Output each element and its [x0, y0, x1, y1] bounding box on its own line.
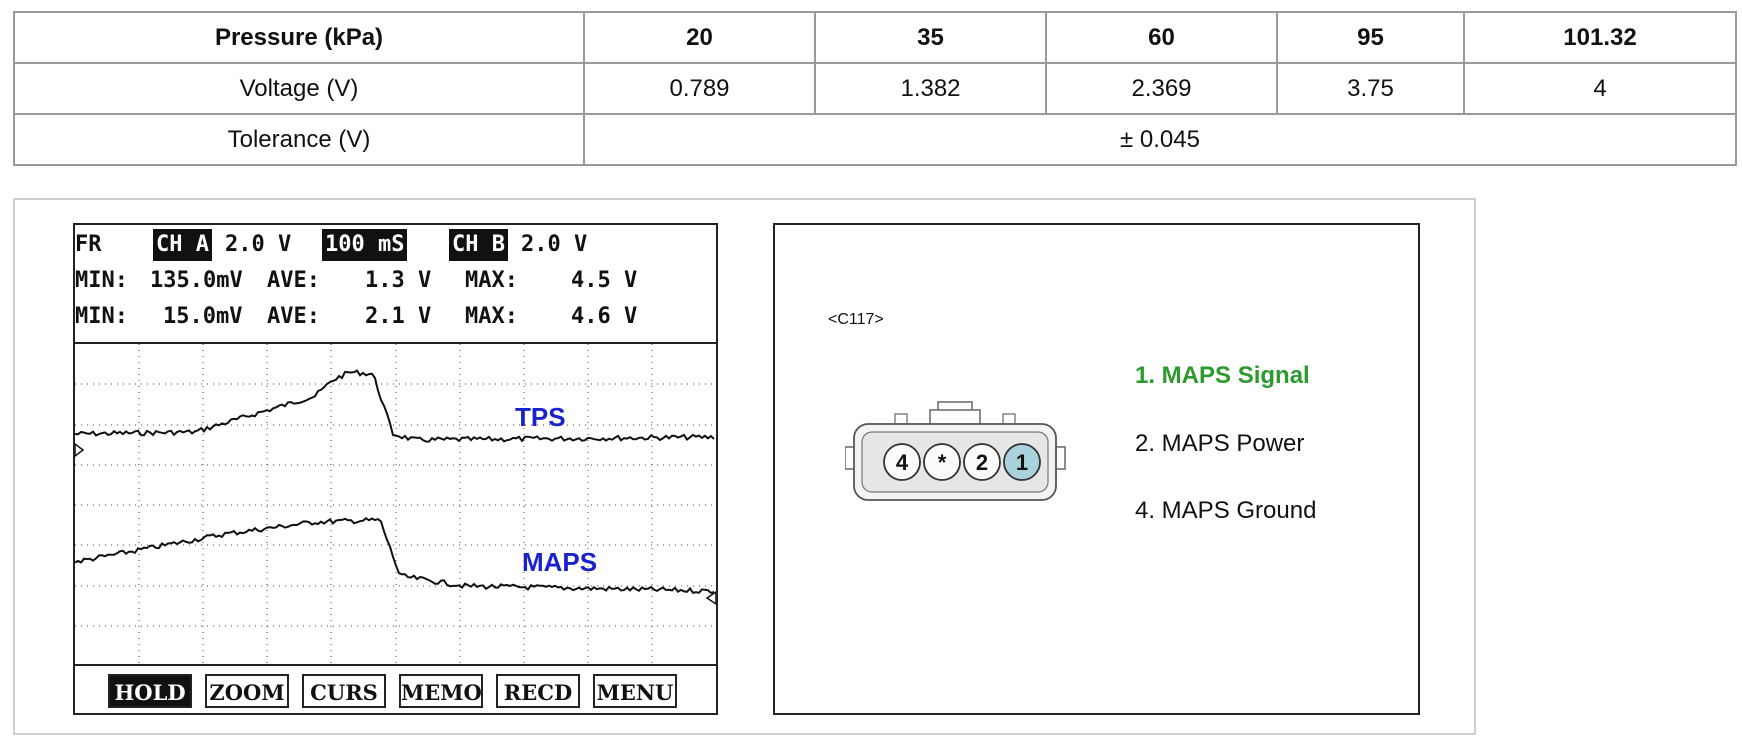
oscilloscope-screen: FR CH A 2.0 V 100 mS CH B 2.0 V MIN: 135.0mV AV… — [73, 223, 718, 715]
timebase-label: 100 mS — [322, 229, 408, 261]
connector-pins: 4 * 2 1 — [883, 443, 1041, 481]
channel-b-max: 4.6 V — [571, 304, 638, 329]
mode-label: FR — [75, 232, 102, 257]
connector-pinout-diagram: 4 * 2 1 — [845, 401, 1066, 501]
voltage-cell: 0.789 — [583, 62, 816, 115]
connector-pin — [883, 443, 921, 481]
tps-trace-label: TPS — [515, 402, 566, 432]
connector-pin — [963, 443, 1001, 481]
zoom-button[interactable]: ZOOM — [205, 674, 289, 708]
voltage-header: Voltage (V) — [13, 62, 585, 115]
channel-a-marker-icon — [75, 443, 85, 457]
table-row: Tolerance (V) ± 0.045 — [13, 113, 1737, 166]
voltage-cell: 1.382 — [814, 62, 1047, 115]
connector-pin-number: * — [938, 450, 947, 475]
maps-trace-label: MAPS — [522, 547, 597, 577]
connector-pin-number: 4 — [896, 450, 909, 475]
pin-1-label: 1. MAPS Signal — [1135, 362, 1310, 389]
pressure-cell: 20 — [583, 11, 816, 64]
pin-2-label: 2. MAPS Power — [1135, 430, 1305, 457]
pin-4-label: 4. MAPS Ground — [1135, 497, 1317, 524]
figure-frame — [13, 198, 1476, 735]
pressure-header: Pressure (kPa) — [13, 11, 585, 64]
channel-a-ave: 1.3 V — [365, 268, 432, 293]
channel-a-max: 4.5 V — [571, 268, 638, 293]
connector-id: <C117> — [828, 311, 884, 328]
tolerance-header: Tolerance (V) — [13, 113, 585, 166]
connector-pin — [923, 443, 961, 481]
channel-b-ave: 2.1 V — [365, 304, 432, 329]
scope-grid — [75, 344, 716, 666]
min-label: MIN: — [75, 304, 128, 329]
curs-button[interactable]: CURS — [302, 674, 386, 708]
channel-b-min: 15.0mV — [163, 304, 243, 329]
channel-a-label: CH A — [153, 229, 212, 261]
ave-label: AVE: — [267, 268, 320, 293]
table-row: Voltage (V) 0.789 1.382 2.369 3.75 4 — [13, 62, 1737, 115]
waveform-graph: TPS MAPS — [75, 344, 716, 666]
channel-b-label: CH B — [449, 229, 508, 261]
tolerance-cell: ± 0.045 — [583, 113, 1737, 166]
memo-button[interactable]: MEMO — [399, 674, 483, 708]
voltage-cell: 2.369 — [1045, 62, 1278, 115]
pressure-cell: 101.32 — [1463, 11, 1737, 64]
pressure-cell: 60 — [1045, 11, 1278, 64]
connector-pin-number: 2 — [976, 450, 988, 475]
hold-button[interactable]: HOLD — [108, 674, 192, 708]
channel-b-marker-icon — [705, 591, 716, 605]
pressure-cell: 95 — [1276, 11, 1465, 64]
connector-pin-number: 1 — [1016, 450, 1028, 475]
voltage-cell: 4 — [1463, 62, 1737, 115]
tps-trace — [75, 369, 715, 443]
pressure-cell: 35 — [814, 11, 1047, 64]
min-label: MIN: — [75, 268, 128, 293]
connector-panel: <C117> 4 * 2 1 1. MAPS Signal 2. MAPS Power… — [773, 223, 1420, 715]
channel-a-min: 135.0mV — [150, 268, 243, 293]
channel-a-scale: 2.0 V — [225, 232, 292, 257]
maps-trace — [75, 516, 715, 595]
scope-plot-area: TPS MAPS — [75, 342, 716, 666]
voltage-cell: 3.75 — [1276, 62, 1465, 115]
scope-header: FR CH A 2.0 V 100 mS CH B 2.0 V MIN: 135.0mV AV… — [75, 225, 716, 342]
pressure-voltage-table: Pressure (kPa) 20 35 60 95 101.32 Voltag… — [13, 11, 1737, 166]
max-label: MAX: — [465, 268, 518, 293]
connector-pin — [1003, 443, 1041, 481]
table-row: Pressure (kPa) 20 35 60 95 101.32 — [13, 11, 1737, 64]
ave-label: AVE: — [267, 304, 320, 329]
menu-button[interactable]: MENU — [593, 674, 677, 708]
channel-b-scale: 2.0 V — [521, 232, 588, 257]
max-label: MAX: — [465, 304, 518, 329]
recd-button[interactable]: RECD — [496, 674, 580, 708]
scope-button-bar: HOLD ZOOM CURS MEMO RECD MENU — [75, 664, 716, 713]
